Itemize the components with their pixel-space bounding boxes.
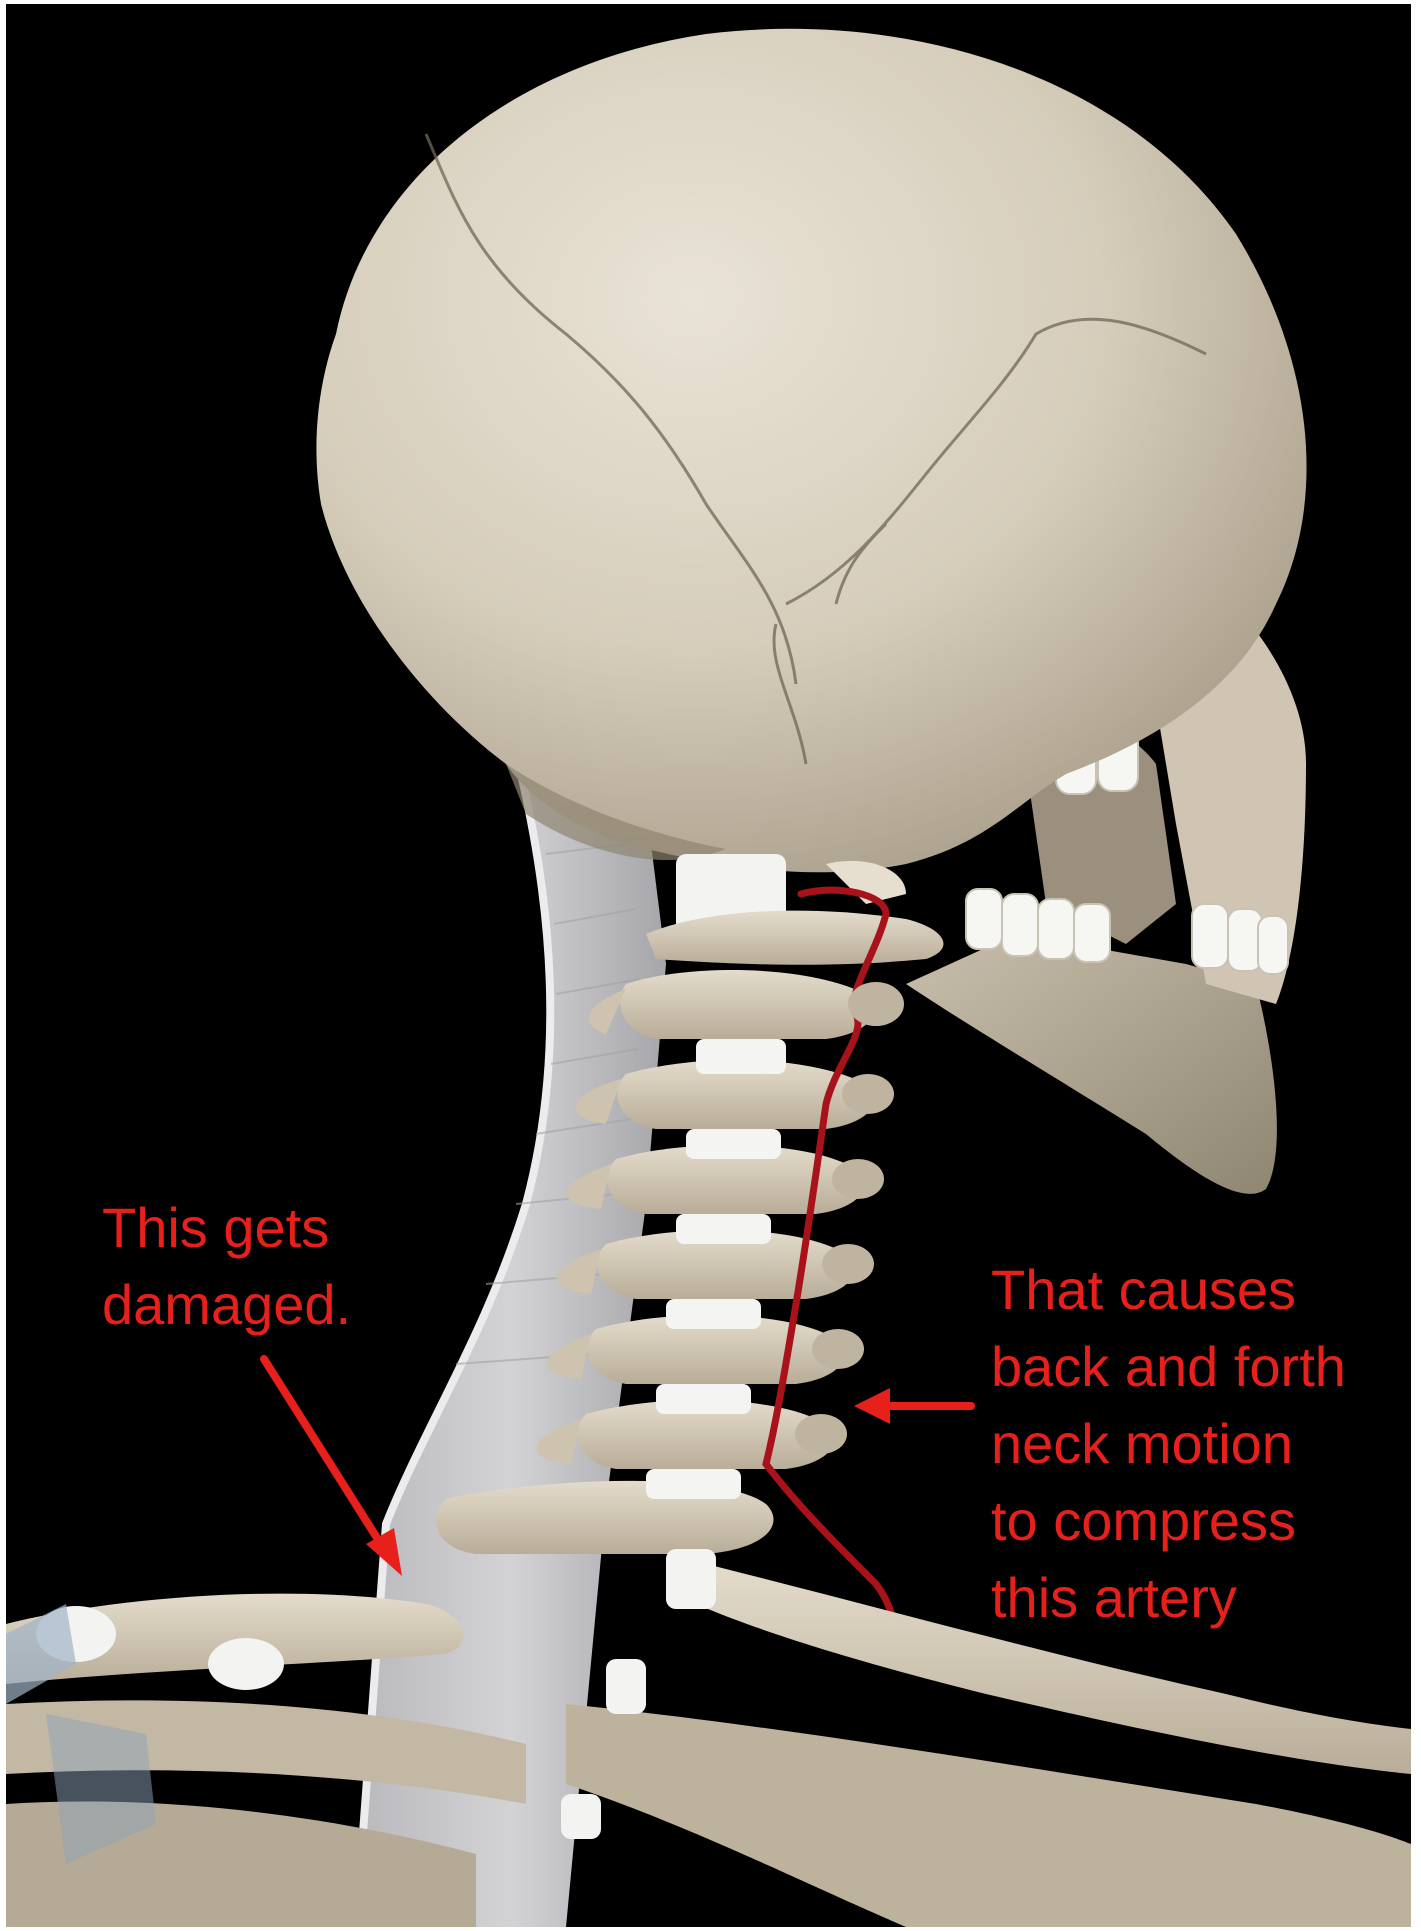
damaged-label-line-1: This gets <box>102 1189 351 1266</box>
artery-arrow <box>854 1388 971 1424</box>
artery-label-line-4: to compress <box>991 1482 1346 1559</box>
artery-label-line-5: this artery <box>991 1559 1346 1636</box>
damaged-label: This gets damaged. <box>102 1189 351 1343</box>
skull <box>316 29 1306 872</box>
artery-label-line-1: That causes <box>991 1251 1346 1328</box>
artery-compression-label: That causes back and forth neck motion t… <box>991 1251 1346 1636</box>
image-frame: This gets damaged. That causes back and … <box>6 4 1411 1927</box>
damaged-label-line-2: damaged. <box>102 1266 351 1343</box>
artery-label-line-2: back and forth <box>991 1328 1346 1405</box>
skeleton-neck-illustration <box>6 4 1411 1927</box>
damaged-ligament-arrow <box>264 1359 402 1576</box>
artery-label-line-3: neck motion <box>991 1405 1346 1482</box>
